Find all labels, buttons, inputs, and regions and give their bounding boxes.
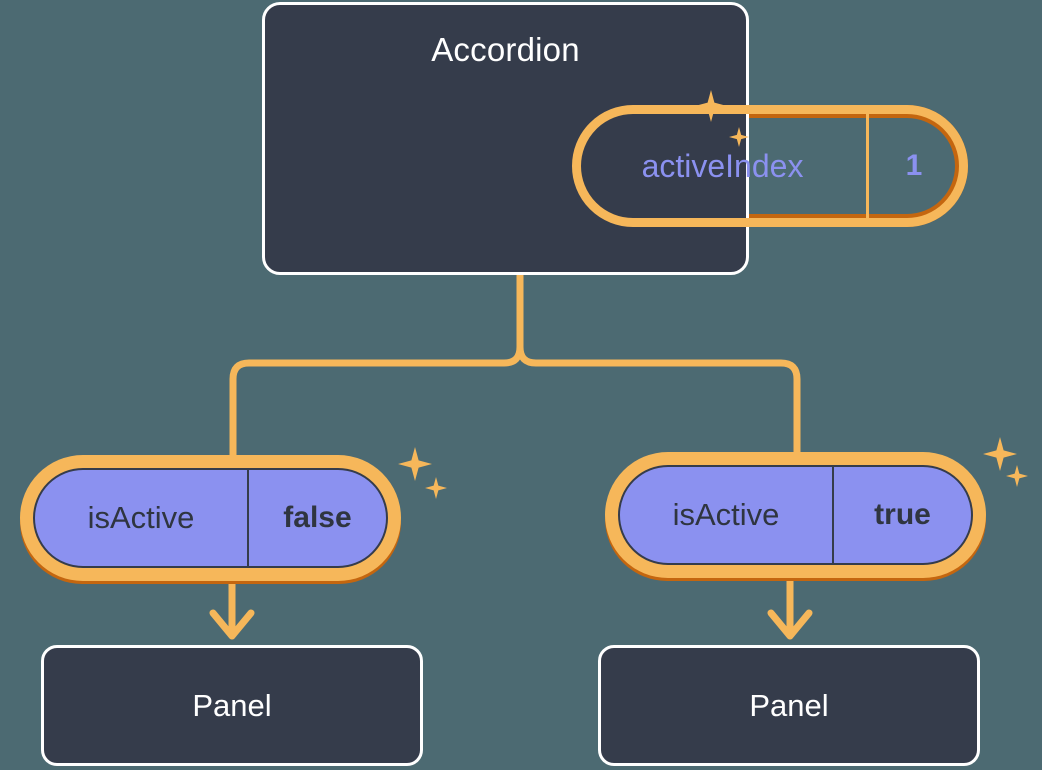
state-pill-isactive-true[interactable]: isActive true xyxy=(605,452,986,581)
state-value-label: true xyxy=(832,467,971,563)
state-value-label: 1 xyxy=(866,114,959,218)
pill-ring xyxy=(572,105,968,227)
state-pill-isactive-false[interactable]: isActive false xyxy=(20,455,401,584)
panel-label: Panel xyxy=(749,687,829,723)
state-key-label: isActive xyxy=(672,497,780,532)
accordion-node[interactable]: Accordion activeIndex 1 xyxy=(262,2,968,275)
state-value-label: false xyxy=(247,470,386,566)
pill-content: isActive true xyxy=(618,465,973,565)
state-pill-activeindex[interactable]: activeIndex 1 xyxy=(572,105,968,227)
panel-label: Panel xyxy=(192,687,272,723)
state-key-label: isActive xyxy=(87,500,195,535)
sparkle-icon xyxy=(398,447,432,481)
pill-content: activeIndex 1 xyxy=(581,114,959,218)
sparkle-icon xyxy=(983,437,1017,471)
accordion-title: Accordion xyxy=(431,31,580,68)
panel-node-left[interactable]: Panel xyxy=(41,645,423,766)
state-key-label: activeIndex xyxy=(641,147,804,184)
sparkle-icon xyxy=(1006,465,1028,487)
sparkle-icon xyxy=(425,477,447,499)
panel-node-right[interactable]: Panel xyxy=(598,645,980,766)
pill-content: isActive false xyxy=(33,468,388,568)
